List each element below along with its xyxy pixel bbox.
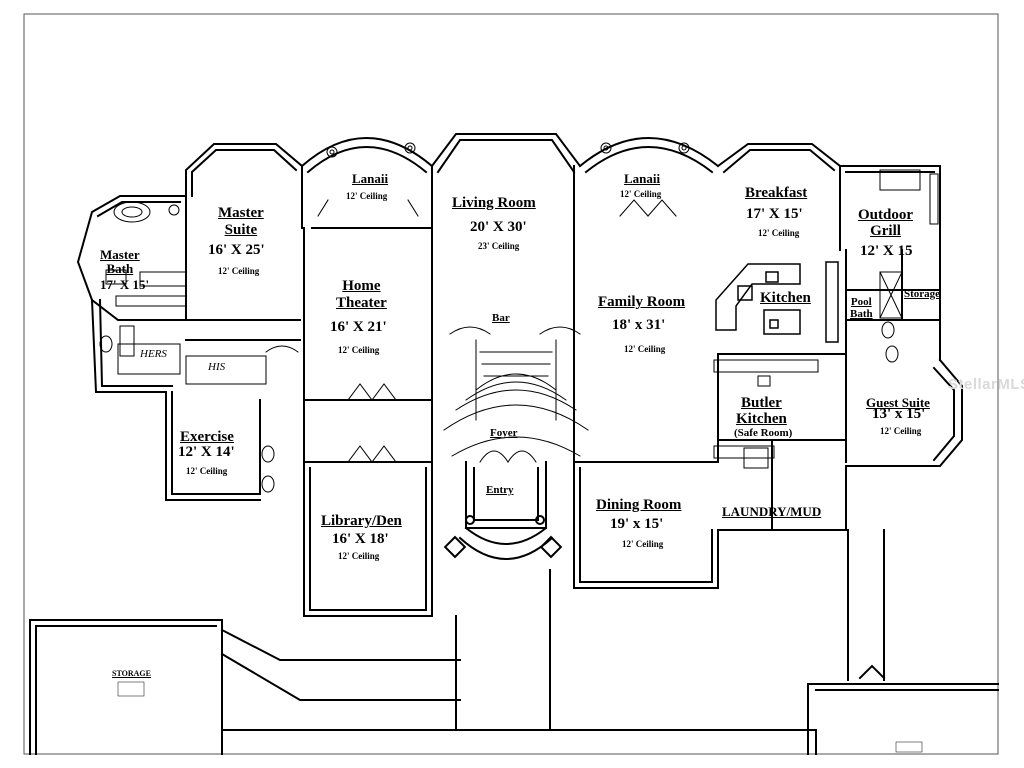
pool-bath-title: Pool Bath bbox=[850, 296, 873, 321]
storage-right-title: Storage bbox=[904, 288, 941, 300]
exercise-ceiling: 12' Ceiling bbox=[186, 466, 228, 476]
dining-room-ceiling: 12' Ceiling bbox=[622, 539, 664, 549]
outdoor-grill-title: Outdoor Grill bbox=[858, 207, 914, 239]
master-bath-title: Master Bath bbox=[100, 247, 140, 276]
lanaii-right-ceiling: 12' Ceiling bbox=[620, 189, 662, 199]
hers-closet-label: HERS bbox=[140, 348, 167, 360]
library-ceiling: 12' Ceiling bbox=[338, 551, 380, 561]
kitchen-title: Kitchen bbox=[760, 290, 811, 306]
living-room-dims: 20' X 30' bbox=[470, 219, 527, 235]
library-title: Library/Den bbox=[321, 513, 402, 529]
lanaii-right-title: Lanaii bbox=[624, 171, 661, 186]
exercise-dims: 12' X 14' bbox=[178, 444, 235, 460]
his-closet-label: HIS bbox=[208, 361, 226, 373]
entry-portico bbox=[443, 461, 563, 560]
watermark: StellarMLS bbox=[948, 376, 1024, 393]
sheet-border bbox=[23, 13, 999, 755]
guest-suite-title: Guest Suite bbox=[866, 395, 930, 410]
pool-bath-fixtures bbox=[879, 169, 939, 363]
master-bath-dims: 17' X 15' bbox=[100, 277, 150, 292]
living-room-ceiling: 23' Ceiling bbox=[478, 241, 520, 251]
butler-kitchen-note: (Safe Room) bbox=[734, 427, 793, 439]
lanaii-left-title: Lanaii bbox=[352, 171, 389, 186]
dining-room-dims: 19' x 15' bbox=[610, 516, 664, 532]
door-swings bbox=[265, 199, 677, 463]
outdoor-grill-dims: 12' X 15 bbox=[860, 243, 913, 259]
exterior-walls bbox=[76, 133, 963, 617]
storage-garage-title: STORAGE bbox=[112, 669, 151, 678]
breakfast-title: Breakfast bbox=[745, 185, 808, 201]
columns bbox=[326, 142, 690, 158]
home-theater-dims: 16' X 21' bbox=[330, 319, 387, 335]
entry-title: Entry bbox=[486, 484, 514, 496]
kitchen-island bbox=[715, 261, 839, 343]
guest-suite-dims: 13' x 15' bbox=[872, 406, 926, 422]
dining-room-title: Dining Room bbox=[596, 497, 682, 513]
bar-title: Bar bbox=[492, 312, 510, 324]
living-room-title: Living Room bbox=[452, 195, 536, 211]
exercise-title: Exercise bbox=[180, 429, 234, 445]
butler-kitchen-title: Butler Kitchen bbox=[736, 395, 787, 427]
foyer-title: Foyer bbox=[490, 427, 518, 439]
master-suite-title: Master Suite bbox=[218, 205, 264, 239]
family-room-ceiling: 12' Ceiling bbox=[624, 344, 666, 354]
lanaii-left-ceiling: 12' Ceiling bbox=[346, 191, 388, 201]
closets bbox=[117, 343, 267, 385]
bath-fixtures bbox=[99, 201, 187, 357]
master-suite-ceiling: 12' Ceiling bbox=[218, 266, 260, 276]
home-theater-ceiling: 12' Ceiling bbox=[338, 345, 380, 355]
guest-suite-ceiling: 12' Ceiling bbox=[880, 426, 922, 436]
garage bbox=[29, 529, 999, 755]
family-room-dims: 18' x 31' bbox=[612, 317, 666, 333]
staircase bbox=[443, 326, 589, 457]
breakfast-ceiling: 12' Ceiling bbox=[758, 228, 800, 238]
butler-cabinets bbox=[713, 359, 819, 469]
breakfast-dims: 17' X 15' bbox=[746, 206, 803, 222]
home-theater-title: Home Theater bbox=[336, 278, 387, 312]
family-room-title: Family Room bbox=[598, 294, 686, 310]
library-dims: 16' X 18' bbox=[332, 531, 389, 547]
laundry-title: LAUNDRY/MUD bbox=[722, 504, 822, 519]
interior-walls bbox=[165, 165, 941, 531]
master-suite-dims: 16' X 25' bbox=[208, 242, 265, 258]
